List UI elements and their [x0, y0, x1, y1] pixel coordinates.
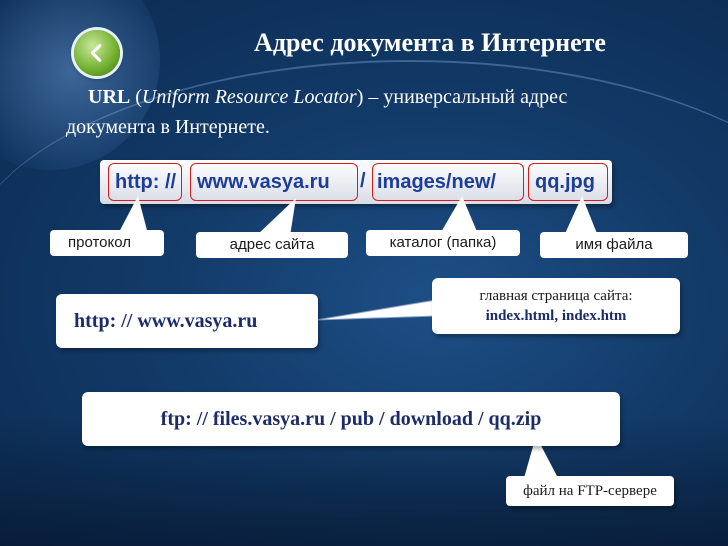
url-file-highlight: qq.jpg — [528, 163, 608, 201]
back-button[interactable] — [74, 30, 120, 76]
label-folder: каталог (папка) — [366, 230, 520, 256]
url-site: www.vasya.ru — [197, 171, 330, 193]
definition-line2: документа в Интернете. — [66, 116, 270, 138]
url-file: qq.jpg — [535, 171, 595, 193]
slide-title: Адрес документа в Интернете — [254, 28, 606, 57]
main-page-note: главная страница сайта: index.html, inde… — [432, 278, 680, 334]
url-site-highlight: www.vasya.ru — [190, 163, 358, 201]
url-definition: URL (Uniform Resource Locator) – универс… — [66, 82, 686, 142]
ftp-note: файл на FTP-сервере — [506, 476, 674, 506]
url-protocol-highlight: http: // — [108, 163, 182, 201]
label-file-name: имя файла — [540, 232, 688, 258]
main-page-note-line1: главная страница сайта: — [479, 288, 633, 304]
url-protocol: http: // — [115, 171, 177, 193]
definition-rest: ) – универсальный адрес — [356, 86, 568, 108]
url-folder: images/new/ — [377, 171, 496, 193]
url-folder-highlight: images/new/ — [372, 163, 524, 201]
ftp-example: ftp: // files.vasya.ru / pub / download … — [82, 392, 620, 446]
main-page-note-line2: index.html, index.htm — [485, 308, 627, 324]
label-site-address: адрес сайта — [196, 232, 348, 258]
definition-open-paren: ( — [130, 86, 142, 108]
url-term: URL — [88, 86, 131, 108]
swoosh-decoration — [0, 60, 728, 482]
url-example-bar: http: // www.vasya.ru / images/new/ qq.j… — [100, 160, 612, 204]
label-protocol: протокол — [50, 230, 164, 256]
url-expansion: Uniform Resource Locator — [141, 86, 357, 108]
http-example: http: // www.vasya.ru — [56, 294, 318, 348]
chevron-left-icon — [90, 44, 102, 62]
url-separator: / — [360, 170, 366, 192]
